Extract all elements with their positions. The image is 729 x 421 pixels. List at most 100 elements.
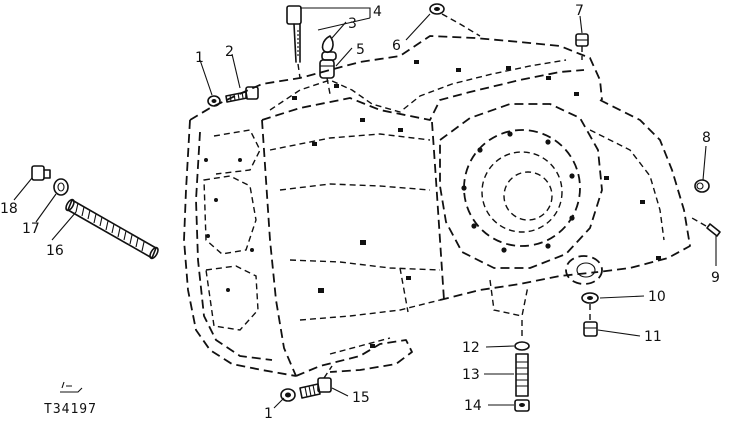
detail-mark <box>656 256 661 260</box>
flange-bolt-hole <box>569 173 575 179</box>
bolt-shank <box>299 383 321 399</box>
part-16-screen <box>65 198 159 260</box>
detail-mark <box>506 66 511 70</box>
callout-12: 12 <box>462 340 480 356</box>
nut-hex <box>514 399 530 412</box>
plug-inner <box>696 182 704 190</box>
flange-bolt-hole <box>545 243 551 249</box>
bolt-thread <box>304 384 316 398</box>
detail-mark <box>398 128 403 132</box>
housing-partition-c <box>289 259 441 271</box>
detail-dot <box>250 248 254 252</box>
housing-right-inner <box>589 129 665 241</box>
nut-hole <box>519 403 525 407</box>
detail-mark <box>292 96 297 100</box>
nut-hole <box>285 392 291 398</box>
plug-leader <box>326 77 331 95</box>
callout-15: 15 <box>352 390 370 406</box>
leader-15 <box>331 387 349 397</box>
washer-outer <box>581 292 599 304</box>
flange-bore <box>481 151 563 233</box>
detail-dot <box>206 234 210 238</box>
leader-7 <box>579 15 583 34</box>
cap-center <box>434 7 440 11</box>
washer-inner <box>587 296 593 300</box>
plug-body <box>319 59 335 79</box>
nut-body <box>280 388 296 402</box>
detail-dot <box>226 288 230 292</box>
rod-leader <box>297 63 301 79</box>
part-8-plug <box>694 179 710 193</box>
detail-mark <box>370 344 375 348</box>
spring-coil <box>321 35 334 54</box>
callout-13: 13 <box>462 367 480 383</box>
housing-bottom-right <box>439 271 599 301</box>
nut-body <box>207 95 221 107</box>
housing-lower-bracket <box>489 279 529 317</box>
housing-partition-a <box>269 133 431 151</box>
rear-flange <box>439 103 603 285</box>
leader-4-a <box>300 7 371 18</box>
detail-dot <box>214 198 218 202</box>
detail-mark <box>334 84 339 88</box>
part-13-valve <box>515 320 529 397</box>
callout-11: 11 <box>644 329 662 345</box>
flange-bolt-hole <box>477 147 483 153</box>
housing-top-inner <box>269 59 567 113</box>
housing-rib <box>431 121 445 301</box>
leader-3 <box>331 21 347 39</box>
housing-left-inner <box>195 131 273 361</box>
detail-mark <box>604 176 609 180</box>
leader-lines <box>13 7 717 409</box>
leader-1-upper <box>199 59 213 96</box>
part-1-nut-upper <box>207 95 221 107</box>
valve-thread <box>516 361 528 387</box>
flange-bolt-hole <box>507 131 513 137</box>
part-12-washer <box>514 341 530 351</box>
leader-10 <box>599 295 645 299</box>
callout-14: 14 <box>464 398 482 414</box>
screen-mesh <box>75 202 145 252</box>
part-4-rod-assembly <box>286 5 302 79</box>
spring-seat <box>321 51 337 61</box>
bolt-leader <box>323 365 333 379</box>
callout-10: 10 <box>648 289 666 305</box>
part-7-plug <box>575 33 589 60</box>
part-10-washer <box>581 292 599 304</box>
callout-1-upper: 1 <box>195 50 204 66</box>
bolt-shank <box>225 91 248 103</box>
plug-body <box>694 179 710 193</box>
callout-9: 9 <box>711 270 720 286</box>
plug-hex <box>583 321 598 337</box>
detail-mark <box>318 288 324 293</box>
flange-bolt-hole <box>461 185 467 191</box>
leader-4-b <box>317 17 371 31</box>
part-3-spring <box>321 35 337 61</box>
part-18-fitting <box>31 165 51 181</box>
detail-mark <box>640 200 645 204</box>
housing-left-window-2 <box>205 265 259 331</box>
housing-left-boss <box>213 129 261 175</box>
callout-6: 6 <box>392 38 401 54</box>
washer-outer <box>514 341 530 351</box>
housing-partition-b <box>279 183 431 191</box>
leader-12 <box>485 345 515 348</box>
housing-foot <box>295 339 413 377</box>
part-17-washer <box>53 178 69 196</box>
drain-boss <box>565 255 603 285</box>
housing-front-edge <box>261 119 297 377</box>
leader-18 <box>13 177 33 201</box>
figure-id-glyph <box>60 381 83 393</box>
washer-outer <box>53 178 69 196</box>
screw-body <box>706 223 721 237</box>
part-6-cap <box>429 3 481 37</box>
callout-17: 17 <box>22 221 40 237</box>
housing-left-window <box>203 175 257 255</box>
housing-foot-inner <box>329 337 391 355</box>
washer-inner <box>57 182 65 192</box>
callout-5: 5 <box>356 42 365 58</box>
part-9-screw <box>691 217 721 237</box>
detail-mark <box>574 92 579 96</box>
detail-dot <box>204 158 208 162</box>
